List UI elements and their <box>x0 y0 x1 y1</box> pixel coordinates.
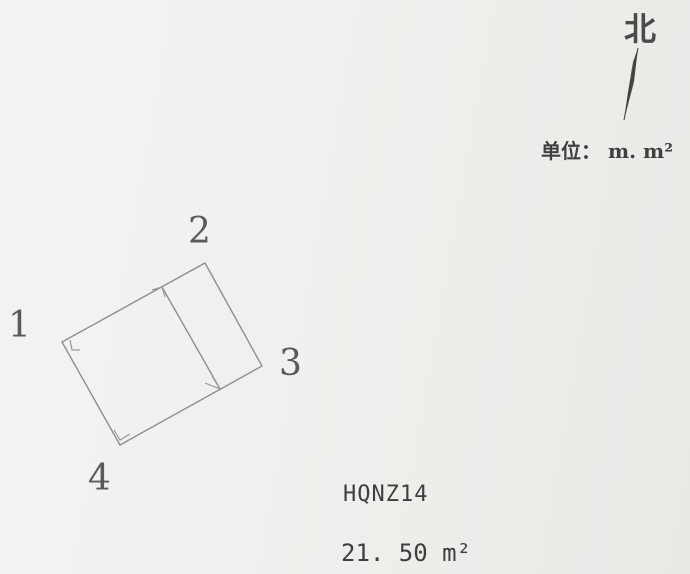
corner-tick-1 <box>69 339 80 351</box>
vertex-label-4: 4 <box>88 458 111 499</box>
north-label: 北 <box>624 10 657 48</box>
vertex-label-2: 2 <box>188 211 211 252</box>
vertex-label-3: 3 <box>279 343 302 384</box>
parcel-outline <box>61 262 263 446</box>
corner-tick-2 <box>151 286 166 298</box>
corner-tick-3 <box>204 375 222 391</box>
parcel-id: HQNZ14 <box>343 482 429 507</box>
vertex-label-1: 1 <box>8 305 31 346</box>
parcel-area: 21. 50 m² <box>341 539 472 567</box>
corner-tick-4 <box>113 429 131 441</box>
north-arrow-icon <box>623 47 639 121</box>
parcel-divider-line <box>161 286 221 390</box>
unit-label: 单位： m. m² <box>541 139 673 163</box>
